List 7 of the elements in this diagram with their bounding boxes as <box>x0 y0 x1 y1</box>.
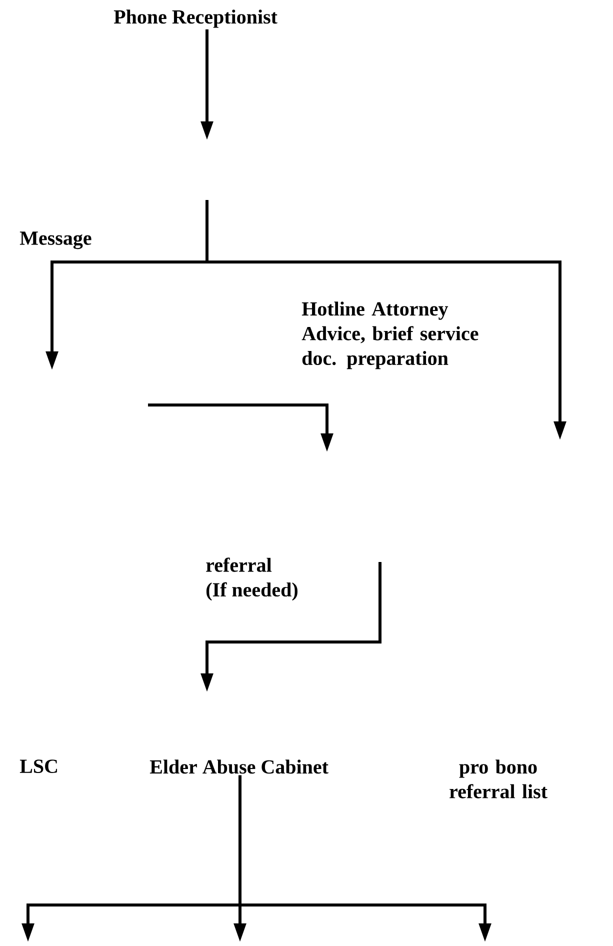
step-label: Elder Abuse Cabinet <box>150 760 328 774</box>
step-label: pro bono referral list <box>450 760 548 798</box>
step-label: Phone Receptionist <box>114 10 278 28</box>
step-label: Hotline Attorney Advice, brief service doc. preparation <box>302 302 478 370</box>
step-label: Message <box>20 232 92 250</box>
step-label: referral (If needed) <box>206 558 298 601</box>
step-label: LSC <box>20 760 57 774</box>
